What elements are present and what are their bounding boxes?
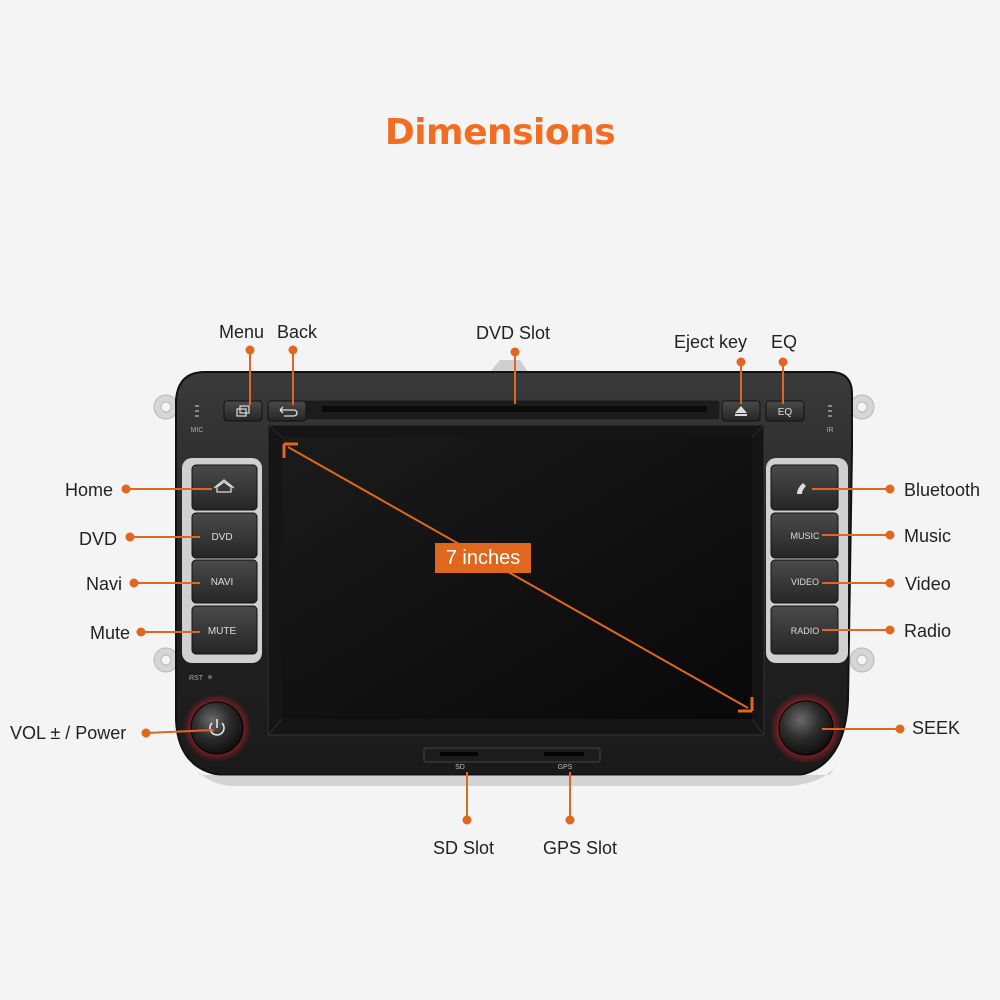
vol-power-label: VOL ± / Power — [10, 723, 127, 743]
mute-button[interactable] — [191, 605, 258, 655]
back-button[interactable] — [267, 400, 307, 422]
navi-button[interactable] — [191, 559, 258, 604]
navi-label: Navi — [86, 574, 123, 594]
eq-button-label: EQ — [778, 407, 793, 418]
rst-label: RST — [189, 675, 204, 682]
menu-button[interactable] — [223, 400, 263, 422]
ir-sensor — [828, 405, 832, 417]
eq-label: EQ — [771, 332, 798, 352]
eject-key-label: Eject key — [674, 332, 748, 352]
dvd-label: DVD — [79, 529, 118, 549]
music-label: Music — [904, 526, 952, 546]
size-arrow — [282, 442, 754, 713]
reset-hole[interactable] — [208, 675, 212, 679]
video-label: Video — [905, 574, 951, 594]
bluetooth-label: Bluetooth — [904, 480, 981, 500]
radio-button-label: RADIO — [791, 626, 820, 636]
menu-label: Menu — [219, 322, 265, 342]
menu-icon — [236, 405, 250, 417]
slot-panel — [423, 747, 601, 763]
music-button-label: MUSIC — [791, 531, 821, 541]
mic-hole — [195, 405, 199, 417]
power-icon — [209, 719, 225, 736]
gps-slot-label: GPS Slot — [543, 838, 618, 858]
back-label: Back — [277, 322, 318, 342]
eq-button[interactable] — [765, 400, 805, 422]
mute-button-label: MUTE — [208, 626, 237, 637]
radio-label: Radio — [904, 621, 952, 641]
sd-label: SD — [455, 764, 465, 771]
dvd-slot[interactable] — [322, 406, 707, 412]
video-button[interactable] — [770, 559, 839, 604]
leader-lines — [121, 345, 905, 825]
sd-slot[interactable] — [440, 752, 478, 756]
dvd-button[interactable] — [191, 512, 258, 559]
home-label: Home — [65, 480, 114, 500]
home-button[interactable] — [191, 464, 258, 511]
back-icon — [279, 406, 298, 417]
screen-size-callout: 7 inches — [435, 543, 531, 573]
sd-slot-label: SD Slot — [433, 838, 495, 858]
mute-label: Mute — [90, 623, 131, 643]
dvd-slot-label: DVD Slot — [476, 323, 551, 343]
eject-icon — [735, 406, 747, 416]
phone-icon — [797, 483, 806, 494]
page-title: Dimensions — [384, 112, 616, 153]
gps-label: GPS — [558, 764, 573, 771]
ir-label: IR — [827, 427, 834, 434]
video-button-label: VIDEO — [791, 577, 819, 587]
top-clip — [490, 360, 528, 372]
navi-button-label: NAVI — [211, 577, 234, 588]
home-icon — [213, 479, 235, 493]
mic-label: MIC — [191, 427, 204, 434]
seek-label: SEEK — [912, 718, 961, 738]
gps-slot[interactable] — [544, 752, 584, 756]
dvd-button-label: DVD — [211, 532, 232, 543]
